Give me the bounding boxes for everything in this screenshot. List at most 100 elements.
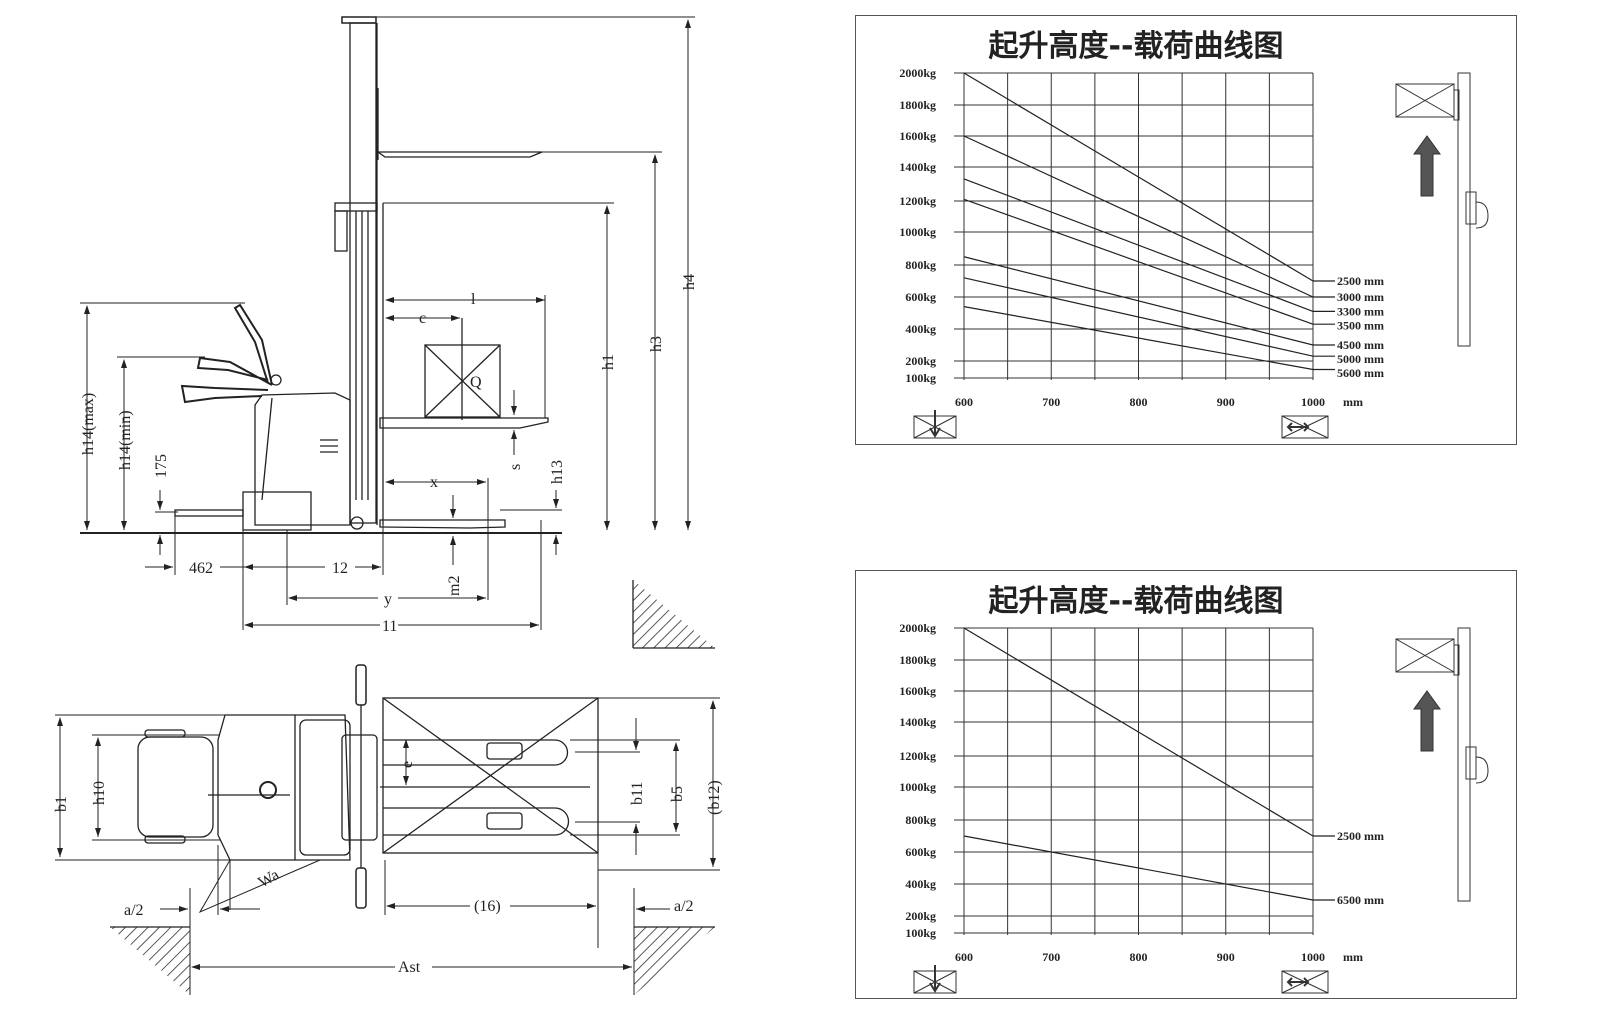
series-label: 2500 mm	[1337, 829, 1384, 843]
load-box-cross	[1395, 638, 1455, 673]
chart-title: 起升高度--载荷曲线图	[989, 29, 1284, 64]
series-line-2500mm	[963, 72, 1314, 282]
mast-bracket	[1465, 746, 1477, 780]
dim-462: 462	[189, 560, 213, 577]
dim-wa: Wa	[256, 866, 283, 891]
load-chart-2-svg: 起升高度--载荷曲线图2000kg1800kg1600kg1400kg1200k…	[899, 584, 1489, 994]
dim-e: e	[399, 761, 416, 768]
y-tick-label: 1800kg	[899, 98, 936, 112]
y-tick-label: 1200kg	[899, 194, 936, 208]
load-chart-1: 起升高度--载荷曲线图 2000kg 1800kg 1600kg 1400kg 1200k…	[855, 15, 1517, 445]
x-tick-label: 900	[1217, 395, 1235, 409]
dim-11: 11	[382, 618, 397, 635]
horizontal-arrow-icon	[1286, 422, 1310, 432]
mast-bracket	[1465, 191, 1477, 225]
mast-hook	[1475, 756, 1489, 784]
wall-hatch	[632, 580, 715, 649]
side-dimension-labels: h4 h3 h1 l c s x h13 h14(max) h14(min) 1…	[80, 274, 698, 635]
y-tick-label: 400kg	[905, 877, 936, 891]
side-dimensions	[80, 16, 695, 630]
side-view: Q	[80, 16, 715, 649]
mast-rail	[1457, 72, 1471, 347]
series-label: 4500 mm	[1337, 338, 1384, 352]
x-tick-label: 1000	[1301, 395, 1325, 409]
load-box-cross	[1395, 83, 1455, 118]
mast	[334, 16, 384, 525]
y-tick-label: 1400kg	[899, 715, 936, 729]
dim-h10: h10	[91, 781, 108, 805]
x-tick-label: 800	[1130, 950, 1148, 964]
x-tick-label: 800	[1130, 395, 1148, 409]
down-arrow-icon	[929, 965, 941, 993]
y-tick-label: 1400kg	[899, 160, 936, 174]
dim-m2: m2	[446, 576, 463, 596]
y-tick-label: 100kg	[905, 371, 936, 385]
series-label: 3500 mm	[1337, 318, 1384, 332]
series-line-5000mm	[963, 277, 1314, 357]
dim-b11: b11	[629, 782, 646, 805]
mast-lift-icon	[1395, 627, 1489, 902]
x-axis-unit: mm	[1343, 395, 1363, 409]
y-tick-label: 800kg	[905, 258, 936, 272]
series-label: 2500 mm	[1337, 274, 1384, 288]
dim-h14-min: h14(min)	[117, 410, 134, 470]
dim-a2-left: a/2	[124, 902, 144, 919]
y-tick-label: 1600kg	[899, 684, 936, 698]
dim-a2-right: a/2	[674, 898, 694, 915]
dim-h3: h3	[648, 336, 665, 352]
top-dimensions	[55, 697, 720, 995]
x-axis-unit: mm	[1343, 950, 1363, 964]
mast-hook	[1475, 201, 1489, 229]
x-tick-label: 600	[955, 950, 973, 964]
truck-top	[137, 664, 378, 909]
tiller-arm	[180, 303, 282, 404]
stacker-dimension-drawing: Q	[53, 16, 723, 995]
load-distance-icon	[1281, 415, 1329, 439]
y-tick-label: 1200kg	[899, 749, 936, 763]
dim-175: 175	[153, 454, 170, 478]
y-tick-label: 1600kg	[899, 129, 936, 143]
down-arrow-icon	[929, 410, 941, 438]
dim-h4: h4	[681, 274, 698, 290]
y-tick-label: 200kg	[905, 909, 936, 923]
y-tick-label: 800kg	[905, 813, 936, 827]
carriage	[1453, 644, 1460, 676]
truck-body	[174, 392, 506, 531]
series-label: 6500 mm	[1337, 893, 1384, 907]
x-tick-label: 900	[1217, 950, 1235, 964]
series-line-6500mm	[963, 835, 1314, 901]
x-tick-label: 700	[1042, 950, 1060, 964]
y-tick-label: 1000kg	[899, 780, 936, 794]
y-tick-label: 600kg	[905, 290, 936, 304]
series-label: 3300 mm	[1337, 304, 1384, 318]
y-tick-label: 400kg	[905, 322, 936, 336]
up-arrow-icon	[1413, 135, 1441, 197]
aisle-walls	[110, 926, 715, 995]
series-line-2500mm	[963, 627, 1314, 837]
series-line-3000mm	[963, 135, 1314, 298]
load-box: Q	[424, 318, 501, 420]
load-label: Q	[470, 374, 482, 391]
carriage	[1453, 89, 1460, 121]
y-tick-label: 2000kg	[899, 66, 936, 80]
dim-y: y	[384, 591, 392, 608]
chart-title: 起升高度--载荷曲线图	[989, 584, 1284, 619]
dim-c: c	[419, 310, 426, 327]
dim-h13: h13	[549, 460, 566, 484]
dim-12: 12	[332, 560, 348, 577]
dim-b5: b5	[669, 786, 686, 802]
series-line-3300mm	[963, 178, 1314, 312]
y-tick-label: 2000kg	[899, 621, 936, 635]
series-line-4500mm	[963, 256, 1314, 346]
dim-x: x	[430, 474, 438, 491]
series-label: 5000 mm	[1337, 352, 1384, 366]
y-tick-label: 600kg	[905, 845, 936, 859]
dim-s: s	[507, 464, 524, 470]
x-tick-label: 700	[1042, 395, 1060, 409]
raised-fork	[375, 151, 543, 158]
series-label: 5600 mm	[1337, 366, 1384, 380]
dim-h1: h1	[600, 354, 617, 370]
loaded-fork	[379, 417, 549, 429]
dim-l: l	[471, 291, 476, 308]
